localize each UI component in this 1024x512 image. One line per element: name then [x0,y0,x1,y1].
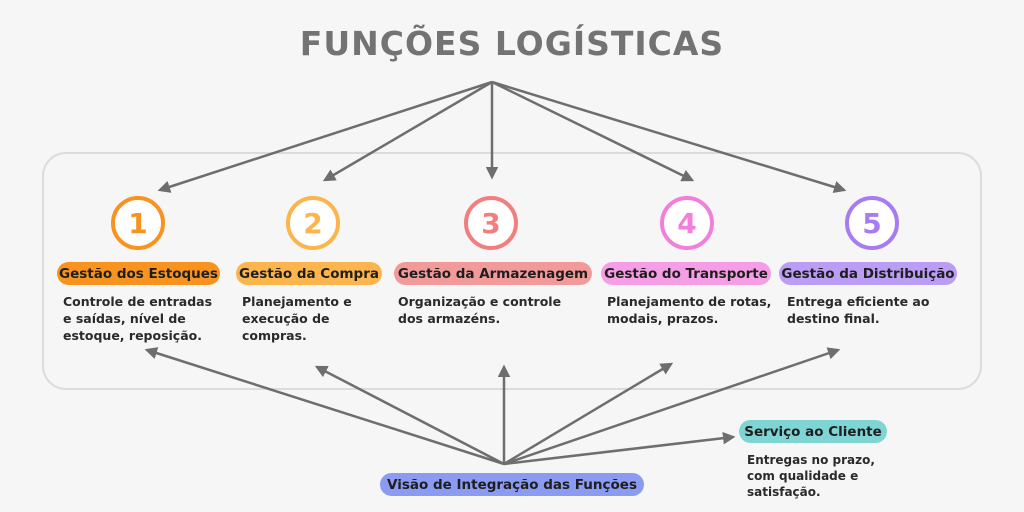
integration-label: Visão de Integração das Funções [380,473,644,496]
step-3-label: Gestão da Armazenagem [394,262,592,285]
step-4-label: Gestão do Transporte [601,262,771,285]
arrow-title-to-2 [322,80,493,182]
step-3-circle: 3 [464,196,518,250]
arrow-integration-to-1 [144,347,505,466]
arrow-integration-to-4 [503,362,674,466]
arrow-integration-to-service [503,431,736,466]
step-5-label: Gestão da Distribuição [779,262,957,285]
step-4-description: Planejamento de rotas, modais, prazos. [607,294,772,326]
step-1-circle: 1 [111,196,165,250]
step-5-description: Entrega eficiente ao destino final. [787,294,930,326]
arrow-integration-to-5 [503,347,841,466]
arrow-title-to-5 [491,80,847,194]
diagram-title: FUNÇÕES LOGÍSTICAS [299,24,725,63]
arrow-title-to-4 [491,80,695,182]
step-4-circle: 4 [660,196,714,250]
step-5-circle: 5 [845,196,899,250]
arrow-integration-to-2 [314,365,505,466]
service-label: Serviço ao Cliente [739,420,887,443]
step-1-description: Controle de entradas e saídas, nível de … [63,294,213,343]
step-2-circle: 2 [286,196,340,250]
step-2-description: Planejamento e execução de compras. [242,294,352,343]
service-description: Entregas no prazo, com qualidade e satis… [747,453,875,499]
step-2-label: Gestão da Compra [236,262,382,285]
arrow-title-to-1 [157,80,493,193]
step-1-label: Gestão dos Estoques [57,262,220,285]
step-3-description: Organização e controle dos armazéns. [398,294,562,326]
